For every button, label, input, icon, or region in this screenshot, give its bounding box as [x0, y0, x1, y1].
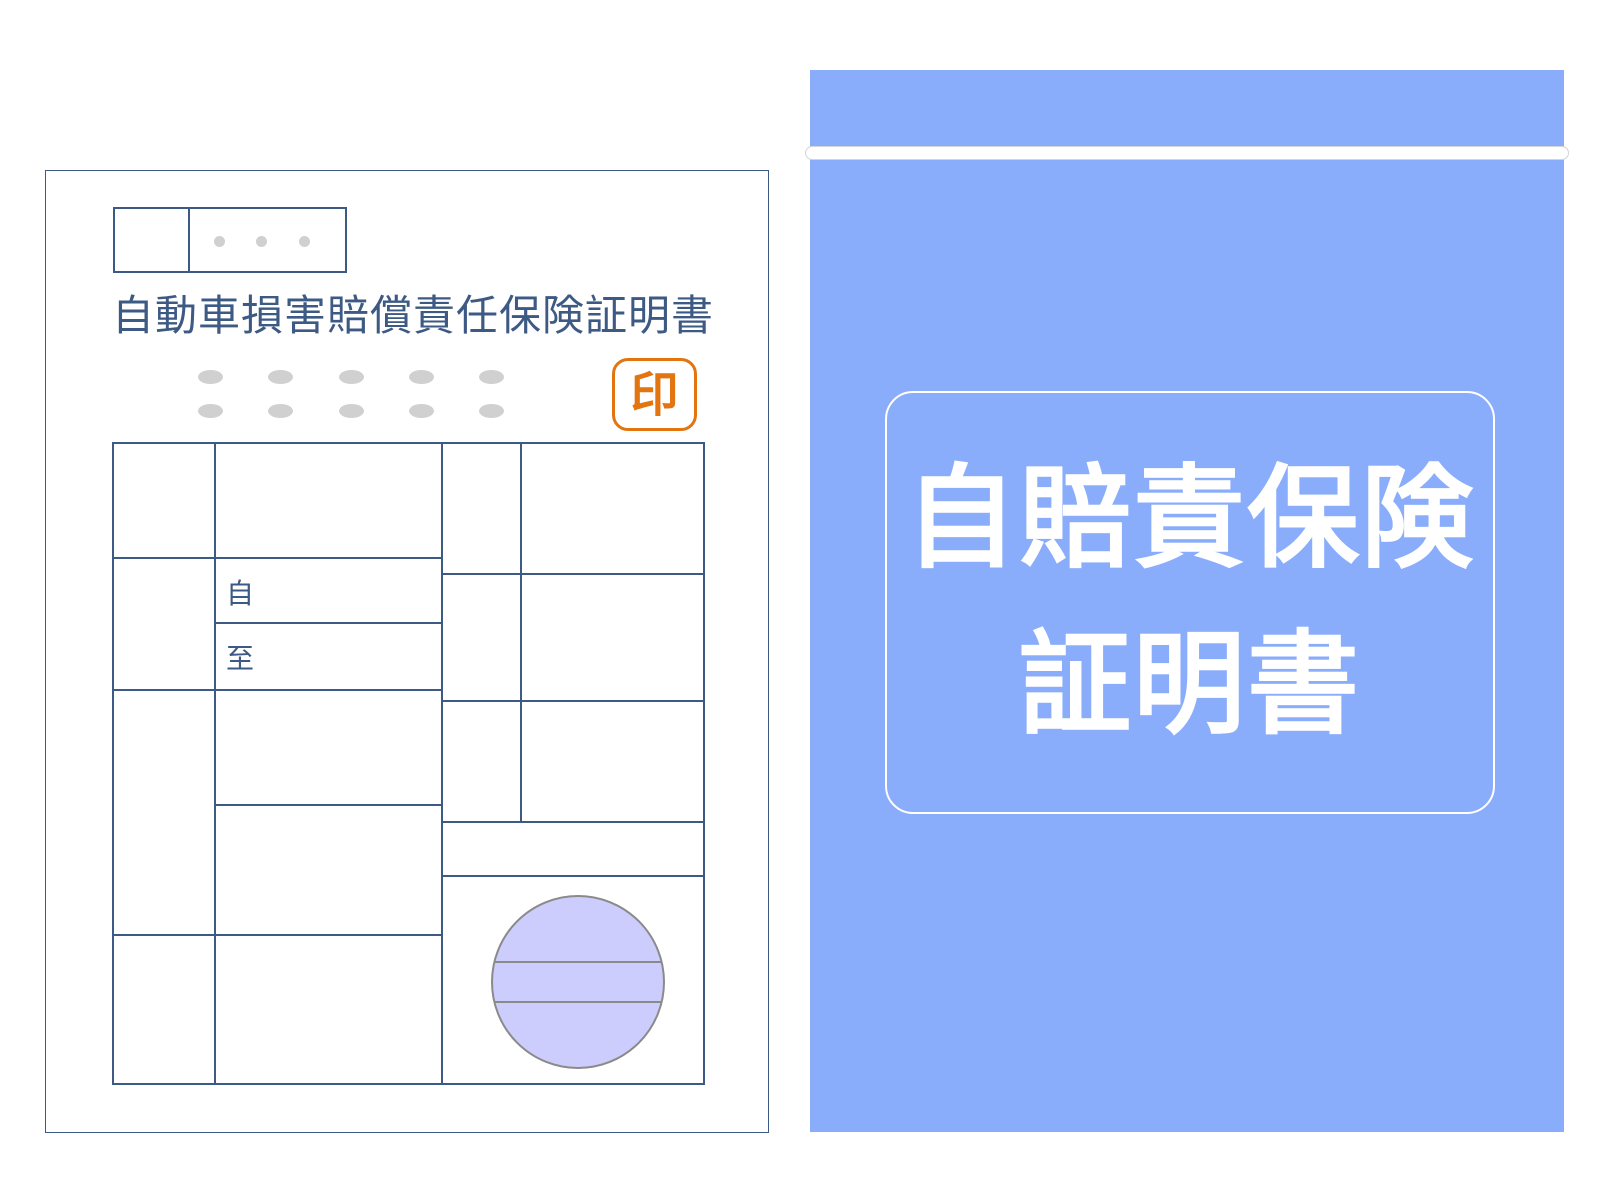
- seal-stamp: 印: [612, 358, 697, 431]
- table-outer-border: [112, 442, 705, 1085]
- number-placeholder-dot: [256, 236, 267, 247]
- envelope-label-frame: 自賠責保険 証明書: [885, 391, 1495, 814]
- placeholder-oval: [339, 404, 364, 418]
- envelope-zip-seal: [805, 146, 1569, 160]
- placeholder-oval: [409, 370, 434, 384]
- period-to-label: 至: [226, 642, 255, 675]
- envelope-label-line1: 自賠責保険: [905, 453, 1475, 584]
- placeholder-oval: [479, 404, 504, 418]
- number-placeholder-dot: [299, 236, 310, 247]
- placeholder-oval: [339, 370, 364, 384]
- period-from-label: 自: [226, 577, 255, 610]
- number-placeholder-dot: [214, 236, 225, 247]
- placeholder-oval: [198, 404, 223, 418]
- placeholder-oval: [198, 370, 223, 384]
- placeholder-oval: [479, 370, 504, 384]
- insurance-sticker: [491, 895, 665, 1069]
- placeholder-oval: [268, 404, 293, 418]
- number-box-divider: [188, 209, 190, 271]
- certificate-title: 自動車損害賠償責任保険証明書: [112, 291, 715, 340]
- envelope-label-line2: 証明書: [1019, 619, 1361, 750]
- certificate-envelope: [810, 70, 1564, 1132]
- placeholder-oval: [409, 404, 434, 418]
- certificate-number-box: [113, 207, 347, 273]
- placeholder-oval: [268, 370, 293, 384]
